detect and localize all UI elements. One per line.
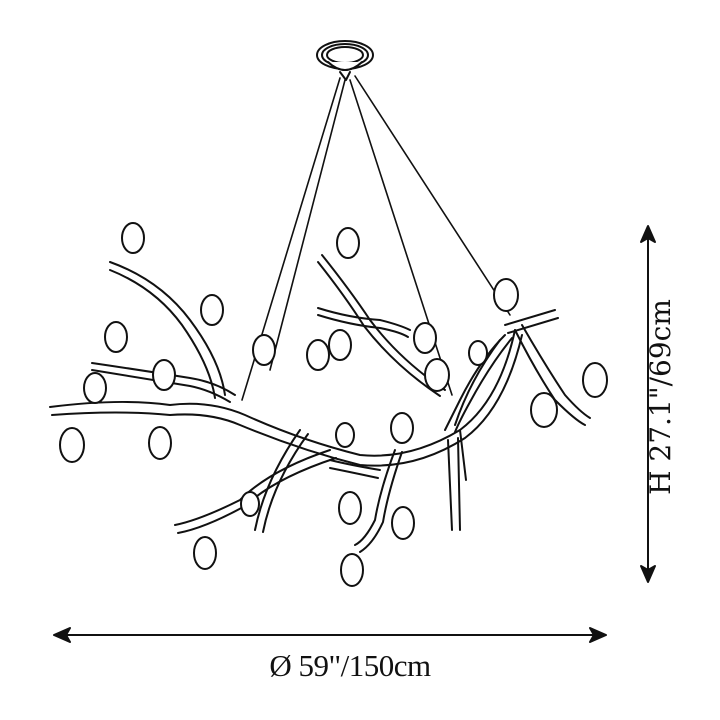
bulb-icon <box>390 412 414 444</box>
bulb-icon <box>328 329 352 361</box>
bulb-icon <box>468 340 488 366</box>
bulb-icon <box>338 491 362 525</box>
bulb-icon <box>152 359 176 391</box>
bulbs <box>59 222 608 587</box>
width-dimension-arrow <box>53 627 607 643</box>
width-label: Ø 59"/150cm <box>269 648 431 683</box>
bulb-icon <box>424 358 450 392</box>
bulb-icon <box>336 227 360 259</box>
bulb-icon <box>391 506 415 540</box>
bulb-icon <box>335 422 355 448</box>
bulb-icon <box>148 426 172 460</box>
bulb-icon <box>200 294 224 326</box>
ceiling-canopy-icon <box>316 40 374 81</box>
bulb-icon <box>340 553 364 587</box>
bulb-icon <box>240 491 260 517</box>
height-dimension-arrow <box>640 225 656 583</box>
bulb-icon <box>530 392 558 428</box>
bulb-icon <box>83 372 107 404</box>
bulb-icon <box>104 321 128 353</box>
bulb-icon <box>413 322 437 354</box>
bulb-icon <box>493 278 519 312</box>
bulb-icon <box>193 536 217 570</box>
branches <box>49 254 591 553</box>
height-label: H 27.1"/69cm <box>644 299 677 495</box>
bulb-icon <box>121 222 145 254</box>
bulb-icon <box>252 334 276 366</box>
bulb-icon <box>306 339 330 371</box>
bulb-icon <box>59 427 85 463</box>
bulb-icon <box>582 362 608 398</box>
